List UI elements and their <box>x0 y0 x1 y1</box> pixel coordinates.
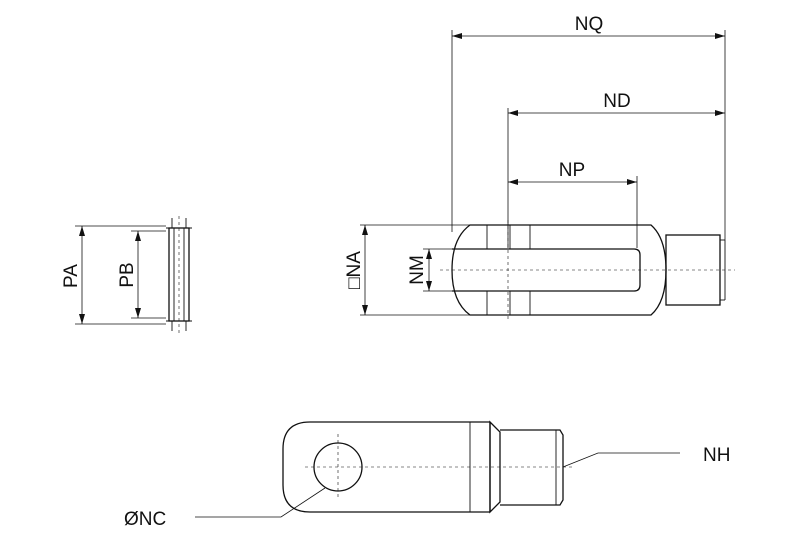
dim-label-pb: PB <box>117 262 138 287</box>
dim-label-nm: NM <box>407 255 428 285</box>
dimension-nq: NQ <box>451 14 726 240</box>
dimension-pb: PB <box>117 230 166 319</box>
dimension-nm: NM <box>407 248 455 292</box>
leader-nh: NH <box>562 445 730 468</box>
leader-nc: ØNC <box>124 487 326 530</box>
dimension-na: □NA <box>344 224 470 316</box>
dimension-nd: ND <box>507 91 725 248</box>
dim-label-np: NP <box>559 160 585 181</box>
dimension-pa: PA <box>61 225 166 325</box>
dim-label-nd: ND <box>603 91 630 112</box>
dim-label-na: □NA <box>344 251 365 289</box>
dimension-np: NP <box>508 160 638 248</box>
dim-label-nq: NQ <box>575 14 604 35</box>
dim-label-nc: ØNC <box>124 509 166 530</box>
dim-label-nh: NH <box>703 445 730 466</box>
dim-label-pa: PA <box>61 264 82 288</box>
pin-view: PA PB <box>61 216 192 333</box>
clevis-top-view: NQ ND NP □NA NM <box>344 14 735 320</box>
clevis-side-view: NH ØNC <box>124 420 730 530</box>
